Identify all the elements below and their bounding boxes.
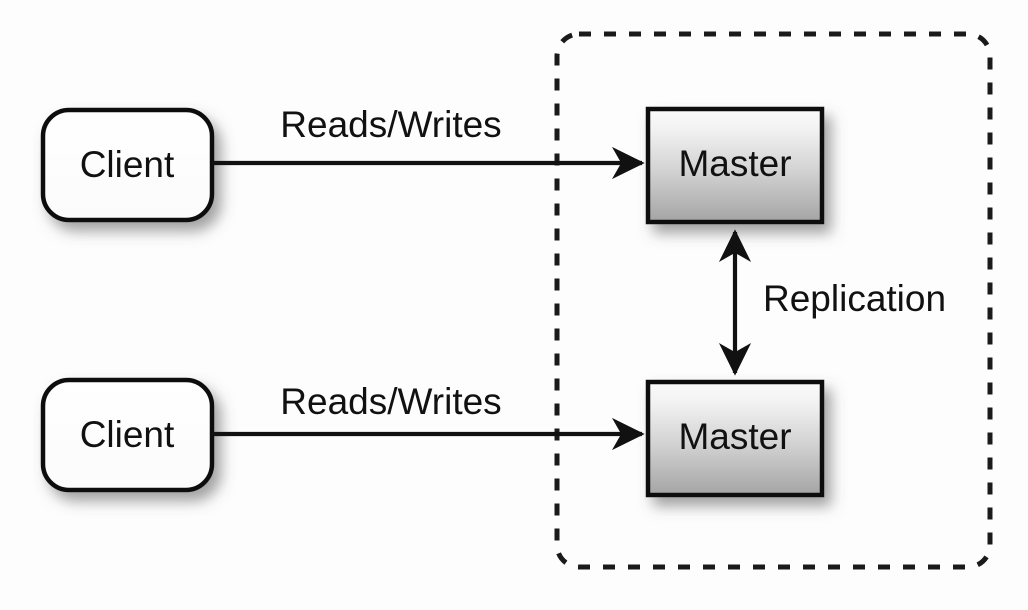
client-label-bottom: Client	[80, 414, 175, 455]
edge-reads-writes-bottom: Reads/Writes	[212, 381, 645, 451]
edge-label-reads-writes-top: Reads/Writes	[280, 104, 501, 145]
master-label-bottom: Master	[678, 416, 791, 457]
master-box-bottom	[645, 379, 825, 498]
master-box-top	[645, 106, 825, 225]
master-label-top: Master	[678, 143, 791, 184]
master-node-top[interactable]: Master	[645, 106, 825, 225]
edge-replication: Replication	[718, 229, 946, 376]
edge-label-replication: Replication	[763, 278, 946, 319]
client-node-bottom[interactable]: Client	[40, 377, 215, 493]
client-node-top[interactable]: Client	[40, 107, 215, 223]
edge-reads-writes-top: Reads/Writes	[212, 104, 645, 180]
client-label-top: Client	[80, 144, 175, 185]
edge-label-reads-writes-bottom: Reads/Writes	[280, 381, 501, 422]
master-node-bottom[interactable]: Master	[645, 379, 825, 498]
